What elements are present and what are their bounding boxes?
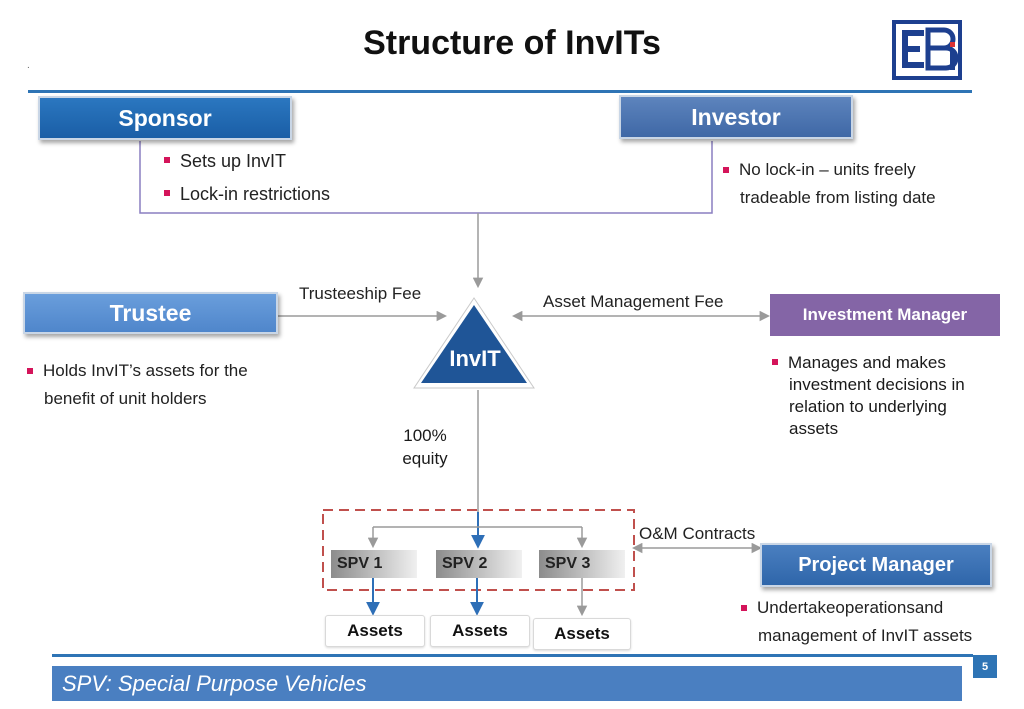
project-manager-bullet: Undertakeoperationsand management of Inv… [741,594,1001,650]
trusteeship-fee-label: Trusteeship Fee [299,284,422,303]
equity-label: 100% equity [402,426,448,468]
bullet-icon [772,359,778,365]
footer-note: SPV: Special Purpose Vehicles [52,666,962,701]
header-divider [28,90,972,93]
sponsor-bullet-1: Sets up InvIT [164,151,286,172]
bullet-icon [27,368,33,374]
title-dot: . [27,60,30,71]
assets-box-2: Assets [430,615,530,647]
bullet-icon [164,190,170,196]
spv-2: SPV 2 [436,550,522,578]
invit-label: InvIT [449,346,501,371]
page-number: 5 [973,655,997,678]
trustee-box: Trustee [23,292,278,334]
sponsor-box: Sponsor [38,96,292,140]
footer-divider [52,654,973,657]
assets-box-3: Assets [533,618,631,650]
investor-bullet: No lock-in – units freely tradeable from… [723,156,983,212]
sebi-logo-icon [892,20,962,80]
spv-1: SPV 1 [331,550,417,578]
spv-3: SPV 3 [539,550,625,578]
investment-manager-bullet: Manages and makes investment decisions i… [772,352,1002,440]
trustee-bullet: Holds InvIT’s assets for the benefit of … [27,357,287,413]
bullet-icon [741,605,747,611]
page-title: Structure of InvITs [363,24,661,62]
bullet-icon [164,157,170,163]
investor-box: Investor [619,95,853,139]
sponsor-bullet-2: Lock-in restrictions [164,184,330,205]
om-contracts-label: O&M Contracts [639,524,756,543]
asset-management-fee-label: Asset Management Fee [543,292,724,311]
assets-box-1: Assets [325,615,425,647]
project-manager-box: Project Manager [760,543,992,587]
bullet-icon [723,167,729,173]
investment-manager-box: Investment Manager [770,294,1000,336]
invit-triangle [413,297,535,389]
